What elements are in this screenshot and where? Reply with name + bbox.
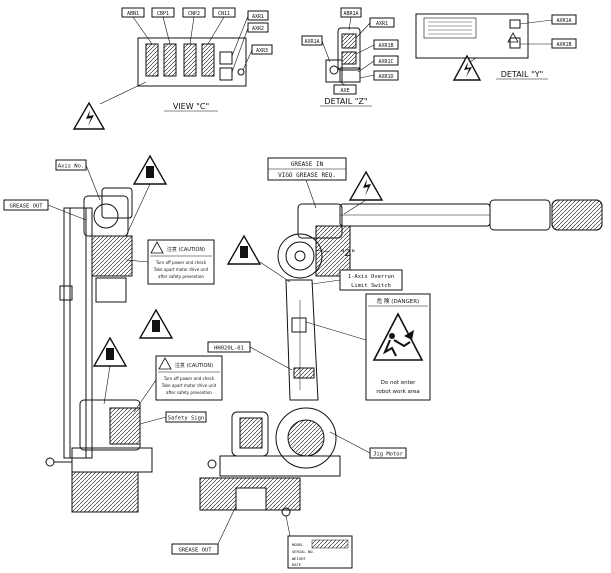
detail-y-group: AXR1A AXR1B DETAIL "Y" — [415, 13, 577, 81]
view-c-label-7: AXR3 — [256, 48, 268, 54]
z-marker: "Z" — [341, 249, 355, 259]
right-robot-drawing — [199, 199, 603, 517]
detail-y-label-1: AXR1A — [556, 18, 571, 24]
detail-z-title: DETAIL "Z" — [324, 97, 367, 106]
view-c-connectors — [145, 43, 245, 81]
axis-number-label: Axis No. — [58, 164, 85, 170]
detail-z-label-5: AXR1C — [378, 59, 393, 65]
jig-motor-label: Jig Motor — [373, 452, 403, 458]
caution-1-line3: after safety prevention — [158, 274, 204, 279]
view-c-panel — [137, 37, 247, 87]
safety-sign-label: Safety Sign — [168, 416, 204, 422]
detail-z-label-1: ABR1A — [343, 11, 358, 17]
right-warning-icon-2 — [226, 234, 262, 265]
grease-req-label: VIGO GREASE REQ. — [278, 172, 336, 179]
caution-placard-1: 注意 (CAUTION) Turn off power and check Ta… — [147, 239, 215, 285]
caution-2-line3: after safety prevention — [166, 390, 212, 395]
limit-switch-label-2: Limit Switch — [351, 283, 391, 289]
caution-1-line2: Take apart motor drive unit — [153, 267, 209, 272]
view-c-title: VIEW "C" — [173, 102, 209, 111]
caution-2-line1: Turn off power and check — [163, 376, 215, 381]
detail-z-label-7: AXE — [340, 88, 349, 94]
grease-in-label: GREASE IN — [291, 161, 324, 168]
view-c-label-2: CBP1 — [157, 11, 169, 17]
left-warning-icon-3 — [92, 336, 128, 367]
detail-y-title: DETAIL "Y" — [501, 70, 544, 79]
nameplate-line-3: WEIGHT — [292, 556, 306, 561]
right-warning-icon-1 — [348, 170, 384, 201]
nameplate-line-4: DATE — [292, 562, 302, 567]
caution-1-heading: 注意 (CAUTION) — [167, 246, 205, 253]
grease-out-top-label: GREASE OUT — [9, 204, 43, 210]
left-callouts: GREASE OUT Axis No. 注意 (CAUTION) Turn of… — [3, 154, 223, 425]
danger-heading: 危 険 (DANGER) — [377, 297, 419, 305]
nameplate-line-2: SERIAL NO. — [292, 549, 315, 554]
view-c-label-1: ABN1 — [127, 11, 139, 17]
nameplate: MODEL SERIAL NO. WEIGHT DATE — [287, 535, 353, 569]
danger-line1: Do not enter — [381, 380, 417, 386]
detail-z-label-3: AXR1A — [304, 39, 319, 45]
nameplate-line-1: MODEL — [292, 542, 304, 547]
caution-1-line1: Turn off power and check — [155, 260, 207, 265]
caution-2-line2: Take apart motor drive unit — [161, 383, 217, 388]
caution-placard-2: 注意 (CAUTION) Turn off power and check Ta… — [155, 355, 223, 401]
detail-z-group: ABR1A AXR1 AXR1A AXR1B AXR1C AXR1D AXE D… — [301, 7, 399, 107]
view-c-group: ABN1 CBP1 CNP2 CN11 AXR1 AXR2 AXR3 VIEW … — [72, 7, 273, 130]
left-warning-icon-1 — [132, 154, 168, 185]
danger-sign: 危 険 (DANGER) Do not enter robot work are… — [365, 293, 431, 401]
detail-z-label-4: AXR1B — [378, 43, 393, 49]
limit-switch-label-1: 1-Axis Overrun — [348, 274, 394, 280]
view-c-warning-icon — [72, 101, 106, 130]
right-callouts: GREASE IN VIGO GREASE REQ. "Z" 1-Axis Ov… — [171, 157, 431, 569]
danger-line2: robot work area — [376, 389, 420, 395]
detail-z-label-2: AXR1 — [376, 21, 388, 27]
caution-2-heading: 注意 (CAUTION) — [175, 362, 213, 369]
detail-y-warning-icon — [452, 54, 482, 81]
left-robot-drawing — [45, 187, 153, 513]
view-c-label-6: AXR2 — [252, 26, 264, 32]
model-plate-label: HH020L-01 — [214, 346, 244, 352]
detail-z-label-6: AXR1D — [378, 74, 393, 80]
view-c-label-5: AXR1 — [252, 14, 264, 20]
view-c-label-4: CN11 — [218, 11, 230, 17]
detail-y-label-2: AXR1B — [556, 42, 571, 48]
left-warning-icon-2 — [138, 308, 174, 339]
grease-out-bottom-label: GREASE OUT — [178, 548, 212, 554]
view-c-label-3: CNP2 — [188, 11, 200, 17]
